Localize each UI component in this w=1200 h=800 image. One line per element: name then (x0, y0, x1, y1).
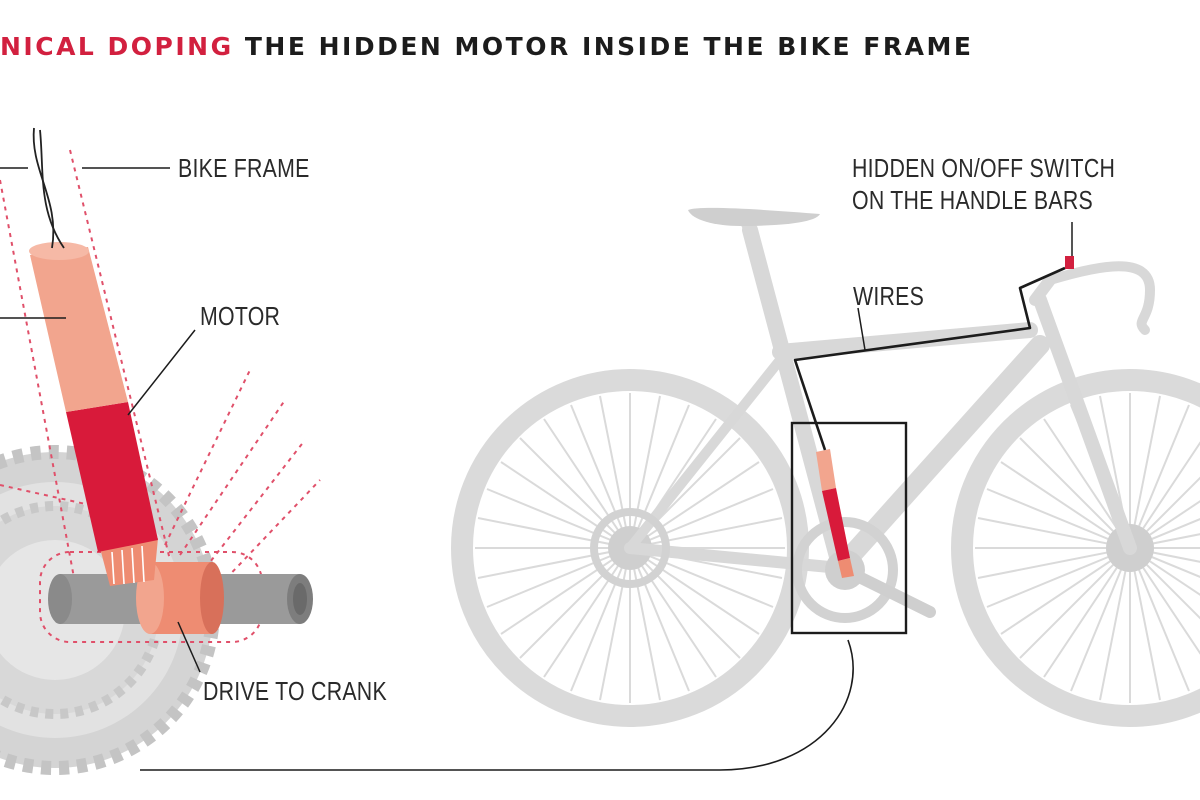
label-switch-line1: HIDDEN ON/OFF SWITCH (852, 153, 1116, 183)
label-switch-line2: ON THE HANDLE BARS (852, 185, 1093, 215)
crankset (590, 508, 936, 623)
switch-marker (1065, 256, 1074, 269)
label-drive-to-crank: DRIVE TO CRANK (203, 676, 387, 706)
motor-wires (32, 127, 65, 249)
motor-unit (29, 242, 158, 586)
label-wires: WIRES (853, 281, 925, 311)
leader-lines (0, 167, 201, 673)
frame-outline-dotted (0, 149, 321, 643)
label-bike-frame: BIKE FRAME (178, 153, 310, 183)
zoom-connector (140, 639, 854, 771)
headline: NICAL DOPING THE HIDDEN MOTOR INSIDE THE… (0, 32, 973, 61)
hidden-motor-in-frame (816, 449, 854, 578)
headline-highlight: NICAL DOPING (0, 32, 234, 61)
saddle (688, 207, 820, 226)
zoom-box (790, 421, 908, 635)
headline-rest: THE HIDDEN MOTOR INSIDE THE BIKE FRAME (244, 32, 974, 61)
wire-path (793, 266, 1066, 451)
label-motor: MOTOR (200, 301, 281, 331)
